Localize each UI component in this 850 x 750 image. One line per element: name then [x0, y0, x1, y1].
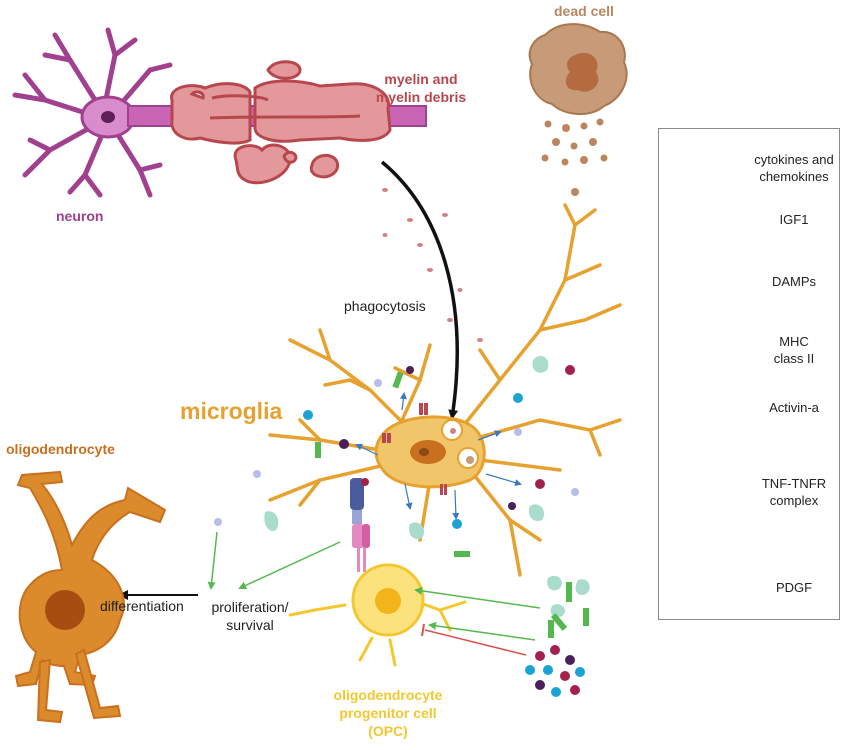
- myelin-sheath: [170, 60, 392, 185]
- differentiation-label: differentiation: [100, 598, 184, 614]
- oligodendrocyte-label: oligodendrocyte: [6, 441, 115, 457]
- phagocytosis-arrow: [380, 160, 459, 420]
- legend-activin-label: Activin-a: [769, 400, 819, 415]
- myelin-label-line1: myelin and: [384, 71, 458, 87]
- dead-cell: [528, 23, 628, 196]
- opc-factors: [525, 575, 590, 697]
- tnf-tnfr-complex: [350, 478, 370, 572]
- legend-mhc-line2: class II: [773, 351, 815, 366]
- legend-damps-label: DAMPs: [771, 274, 817, 289]
- proliferation-label: proliferation/ survival: [200, 598, 300, 634]
- legend-cytokines-line2: chemokines: [759, 169, 829, 184]
- legend-igf1-label: IGF1: [779, 212, 809, 227]
- legend-tnf-line2: complex: [769, 493, 819, 508]
- microglia-factors: [214, 355, 579, 557]
- opc-label: oligodendrocyte progenitor cell (OPC): [300, 686, 476, 740]
- red-inhibitory-arrow: [421, 623, 527, 656]
- legend-tnf-line1: TNF-TNFR: [761, 476, 827, 491]
- proliferation-line2: survival: [226, 617, 274, 633]
- opc-label-line2: progenitor cell: [339, 705, 437, 721]
- legend-tnf-label: TNF-TNFR complex: [749, 475, 839, 509]
- legend-mhc-line1: MHC: [779, 334, 809, 349]
- legend-cytokines-line1: cytokines and: [754, 152, 834, 167]
- proliferation-line1: proliferation/: [211, 599, 289, 615]
- myelin-debris: [382, 188, 483, 342]
- legend-mhc-label: MHC class II: [749, 333, 839, 367]
- dead-cell-label: dead cell: [554, 3, 614, 19]
- phagocytosis-label: phagocytosis: [344, 298, 426, 314]
- opc-cell: [288, 563, 467, 667]
- neuron-label: neuron: [56, 208, 104, 224]
- legend-box: cytokines and chemokines IGF1 DAMPs MHC …: [658, 128, 840, 620]
- myelin-label-line2: myelin debris: [375, 89, 467, 105]
- opc-label-line1: oligodendrocyte: [333, 687, 443, 703]
- legend-pdgf-label: PDGF: [775, 580, 813, 595]
- myelin-label: myelin and myelin debris: [366, 70, 476, 106]
- opc-label-line3: (OPC): [368, 723, 408, 739]
- mhc-on-microglia: [382, 403, 447, 495]
- microglia-secretion-arrows: [355, 392, 522, 520]
- oligodendrocyte-cell: [14, 470, 167, 724]
- green-stimulatory-arrows: [207, 531, 541, 641]
- microglia-label: microglia: [180, 398, 283, 424]
- legend-cytokines-label: cytokines and chemokines: [749, 151, 839, 185]
- microglia-cell: [268, 203, 622, 577]
